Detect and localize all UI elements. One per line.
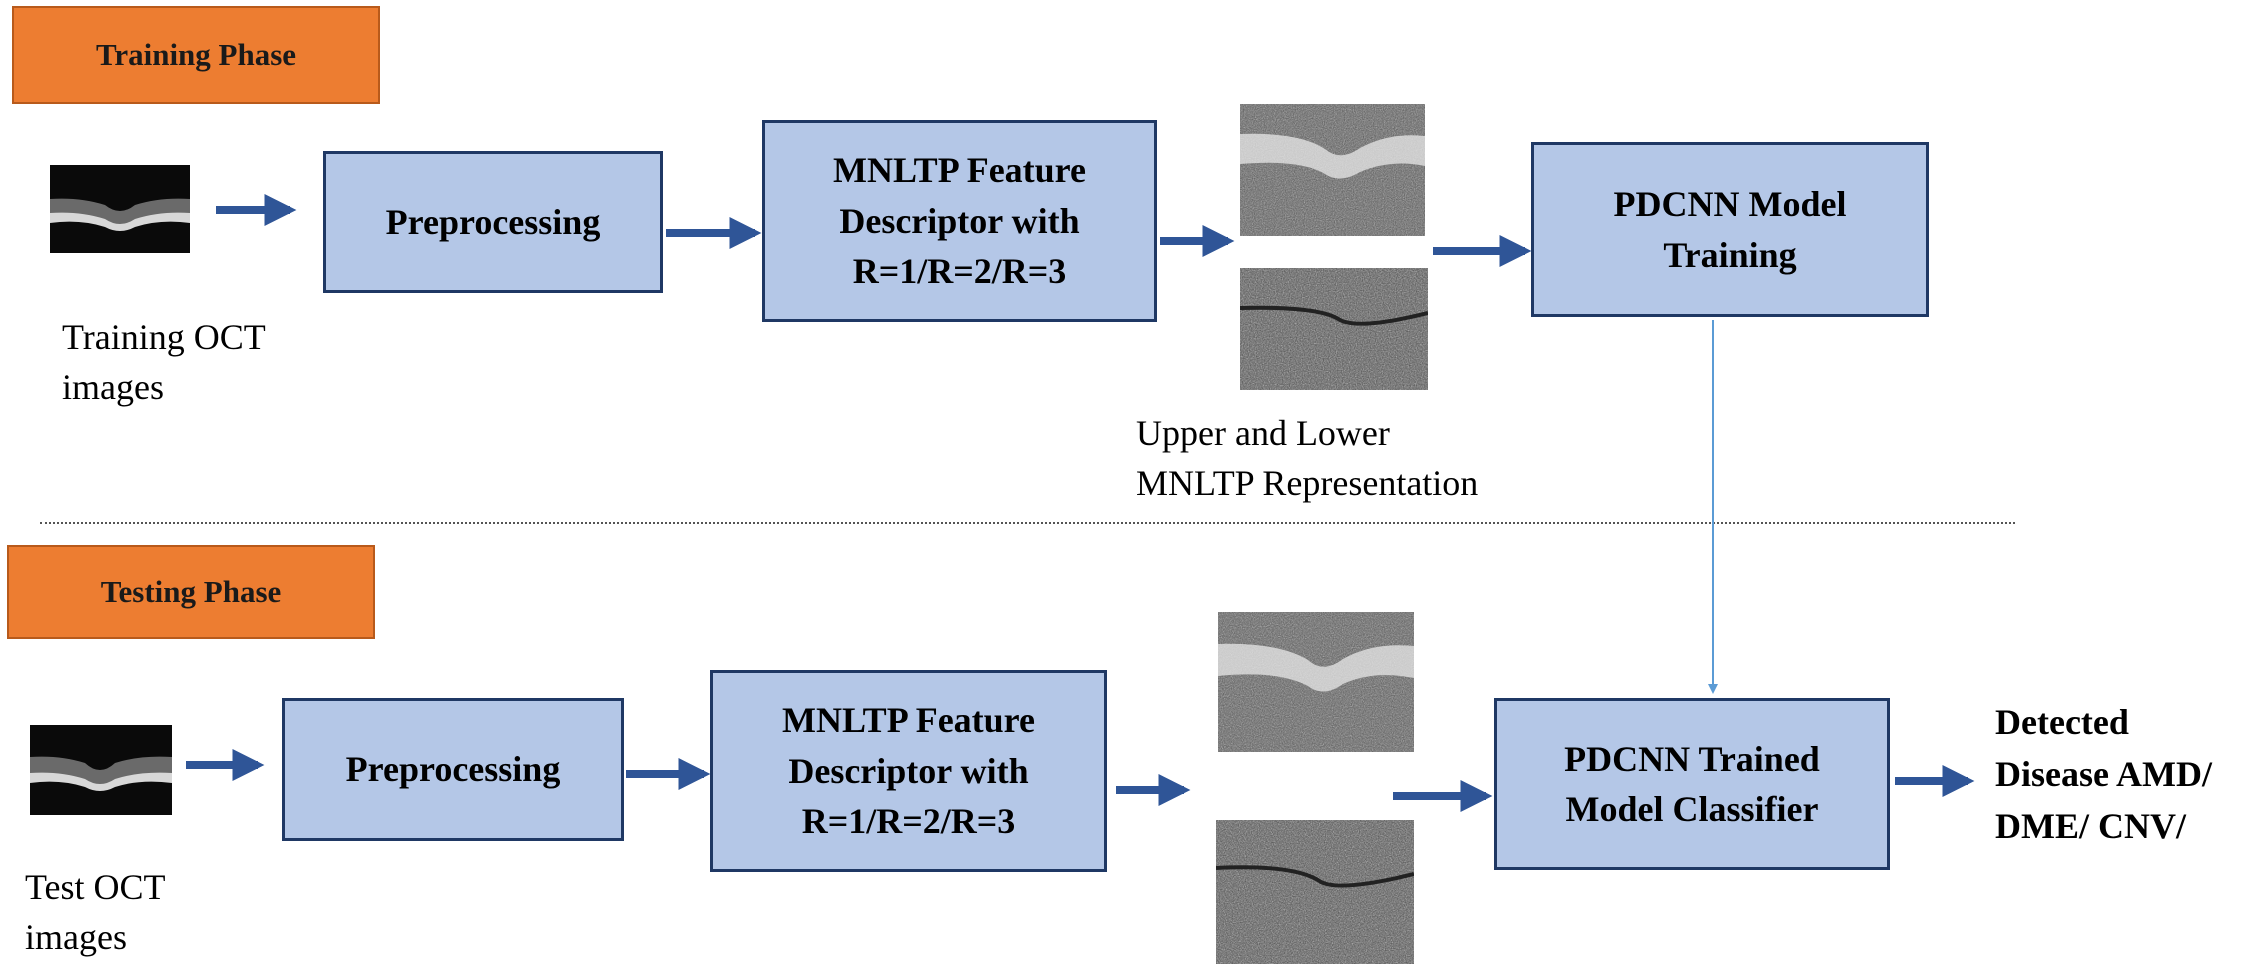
detected-line-3: DME/ CNV/ — [1995, 806, 2186, 847]
representation-line-1: Upper and Lower — [1136, 413, 1390, 453]
detected-disease-label: Detected Disease AMD/ DME/ CNV/ — [1995, 696, 2245, 853]
testing-lower-mnltp-image — [1216, 820, 1414, 964]
training-oct-thumbnail — [50, 165, 190, 253]
testing-upper-mnltp-image — [1218, 612, 1414, 752]
testing-preprocessing-label: Preprocessing — [345, 749, 561, 790]
training-model-box: PDCNN Model Training — [1531, 142, 1929, 317]
training-model-line-2: Training — [1663, 234, 1797, 275]
test-input-line-2: images — [25, 917, 127, 958]
training-upper-mnltp-image — [1240, 104, 1425, 236]
training-preprocessing-label: Preprocessing — [385, 201, 601, 242]
testing-descriptor-box: MNLTP Feature Descriptor with R=1/R=2/R=… — [710, 670, 1107, 872]
test-oct-thumbnail — [30, 725, 172, 815]
training-model-line-1: PDCNN Model — [1613, 184, 1847, 225]
test-input-label: Test OCT images — [25, 862, 245, 963]
phase-divider — [40, 522, 2015, 524]
testing-descriptor-line-3: R=1/R=2/R=3 — [801, 801, 1016, 842]
test-input-line-1: Test OCT — [25, 867, 166, 907]
training-representation-label: Upper and Lower MNLTP Representation — [1136, 408, 1556, 509]
testing-descriptor-line-1: MNLTP Feature — [782, 700, 1035, 741]
classifier-line-1: PDCNN Trained — [1564, 738, 1820, 779]
testing-phase-label: Testing Phase — [7, 545, 375, 639]
training-preprocessing-box: Preprocessing — [323, 151, 663, 293]
representation-line-2: MNLTP Representation — [1136, 463, 1479, 504]
training-descriptor-box: MNLTP Feature Descriptor with R=1/R=2/R=… — [762, 120, 1157, 322]
testing-classifier-box: PDCNN Trained Model Classifier — [1494, 698, 1890, 870]
detected-line-1: Detected — [1995, 702, 2129, 742]
training-input-label: Training OCT images — [62, 317, 266, 408]
detected-line-2: Disease AMD/ — [1995, 754, 2212, 795]
testing-preprocessing-box: Preprocessing — [282, 698, 624, 841]
training-descriptor-line-1: MNLTP Feature — [833, 150, 1086, 191]
training-descriptor-line-2: Descriptor with — [839, 200, 1080, 241]
training-descriptor-line-3: R=1/R=2/R=3 — [852, 251, 1067, 292]
classifier-line-2: Model Classifier — [1565, 789, 1819, 829]
testing-descriptor-line-2: Descriptor with — [788, 750, 1029, 791]
training-lower-mnltp-image — [1240, 268, 1428, 390]
training-phase-label: Training Phase — [12, 6, 380, 104]
